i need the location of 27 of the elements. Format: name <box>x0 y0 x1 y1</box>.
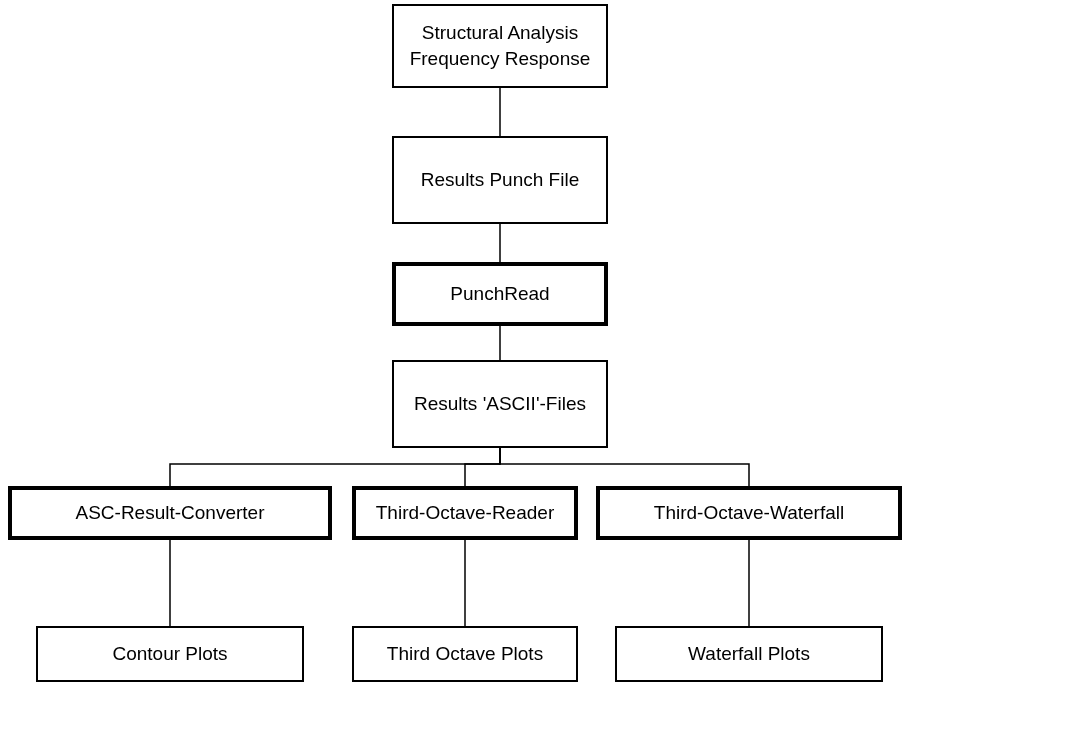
process-box <box>392 4 608 88</box>
connector-line <box>464 539 466 627</box>
node-label: Results Punch File <box>419 168 581 192</box>
node-label: Third Octave Plots <box>385 642 545 666</box>
program-box <box>596 486 902 540</box>
output-box <box>352 626 578 682</box>
node-label: Results 'ASCII'-Files <box>413 392 587 416</box>
node-label: PunchRead <box>449 282 551 306</box>
process-box <box>392 136 608 224</box>
connector-line <box>499 325 501 361</box>
connector-line <box>169 539 171 627</box>
connector-line <box>499 223 501 263</box>
connector-line <box>499 87 501 137</box>
connector-line <box>499 447 750 487</box>
program-box <box>8 486 332 540</box>
node-label: Structural Analysis Frequency Response <box>408 21 592 71</box>
node-label: Third-Octave-Reader <box>374 501 556 525</box>
output-box <box>615 626 883 682</box>
node-label: Waterfall Plots <box>687 642 811 666</box>
node-label: Contour Plots <box>111 642 229 666</box>
program-box <box>352 486 578 540</box>
program-box <box>392 262 608 326</box>
output-box <box>36 626 304 682</box>
node-label: Third-Octave-Waterfall <box>652 501 846 525</box>
node-label: ASC-Result-Converter <box>74 501 266 525</box>
connector-line <box>748 539 750 627</box>
process-box <box>392 360 608 448</box>
